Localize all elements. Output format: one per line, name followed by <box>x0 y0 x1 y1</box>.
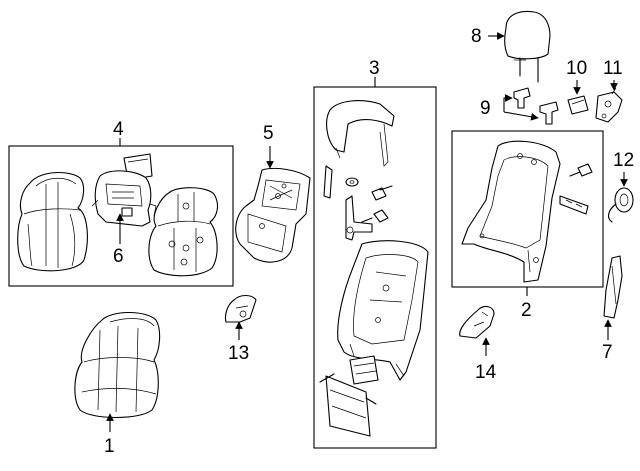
callout-5[interactable]: 5 <box>263 123 274 144</box>
side-trim-13[interactable] <box>224 294 257 323</box>
headrest-8[interactable] <box>504 10 551 83</box>
seat-back-cover-left[interactable] <box>17 172 88 272</box>
frame-bolt[interactable] <box>569 163 593 177</box>
callout-6[interactable]: 6 <box>113 246 124 267</box>
hook-14[interactable] <box>459 305 495 339</box>
callout-12[interactable]: 12 <box>613 150 634 171</box>
callout-7[interactable]: 7 <box>602 342 613 363</box>
callout-3[interactable]: 3 <box>369 58 380 79</box>
seat-back-frame-inner[interactable] <box>337 240 429 381</box>
seat-back-foam-right[interactable] <box>148 187 219 277</box>
callout-1[interactable]: 1 <box>104 436 115 457</box>
harness-12[interactable] <box>607 187 634 223</box>
recliner-handle[interactable] <box>345 195 373 241</box>
headrest-guide-9b[interactable] <box>539 101 559 125</box>
callout-13[interactable]: 13 <box>228 343 249 364</box>
seat-cushion-1[interactable] <box>74 311 161 418</box>
bolt-lower[interactable] <box>361 209 389 223</box>
washer[interactable] <box>345 177 359 187</box>
side-shield-7[interactable] <box>603 255 623 319</box>
callout-8[interactable]: 8 <box>471 26 482 47</box>
lumbar-motor[interactable] <box>349 355 379 385</box>
bolt-upper[interactable] <box>371 185 393 201</box>
callout-10[interactable]: 10 <box>566 58 587 79</box>
back-frame-top-cover[interactable] <box>326 100 395 167</box>
seat-back-board-5[interactable] <box>235 167 311 263</box>
seat-back-panel-6[interactable] <box>91 153 157 227</box>
callout-14[interactable]: 14 <box>475 362 497 383</box>
bracket-11[interactable] <box>595 87 623 123</box>
callout-4[interactable]: 4 <box>113 119 124 140</box>
seat-back-frame-2[interactable] <box>461 140 561 283</box>
rod-pin[interactable] <box>323 165 333 199</box>
frame-bracket[interactable] <box>559 195 589 215</box>
clip-10[interactable] <box>567 95 589 115</box>
callout-2[interactable]: 2 <box>521 300 532 321</box>
leader-9 <box>503 97 512 112</box>
group-box-4 <box>8 145 234 287</box>
callout-9[interactable]: 9 <box>480 98 491 119</box>
leader-9-b <box>503 111 539 121</box>
headrest-guide-9a[interactable] <box>513 87 531 109</box>
lower-back-panel[interactable] <box>319 373 377 437</box>
callout-11[interactable]: 11 <box>603 58 623 79</box>
